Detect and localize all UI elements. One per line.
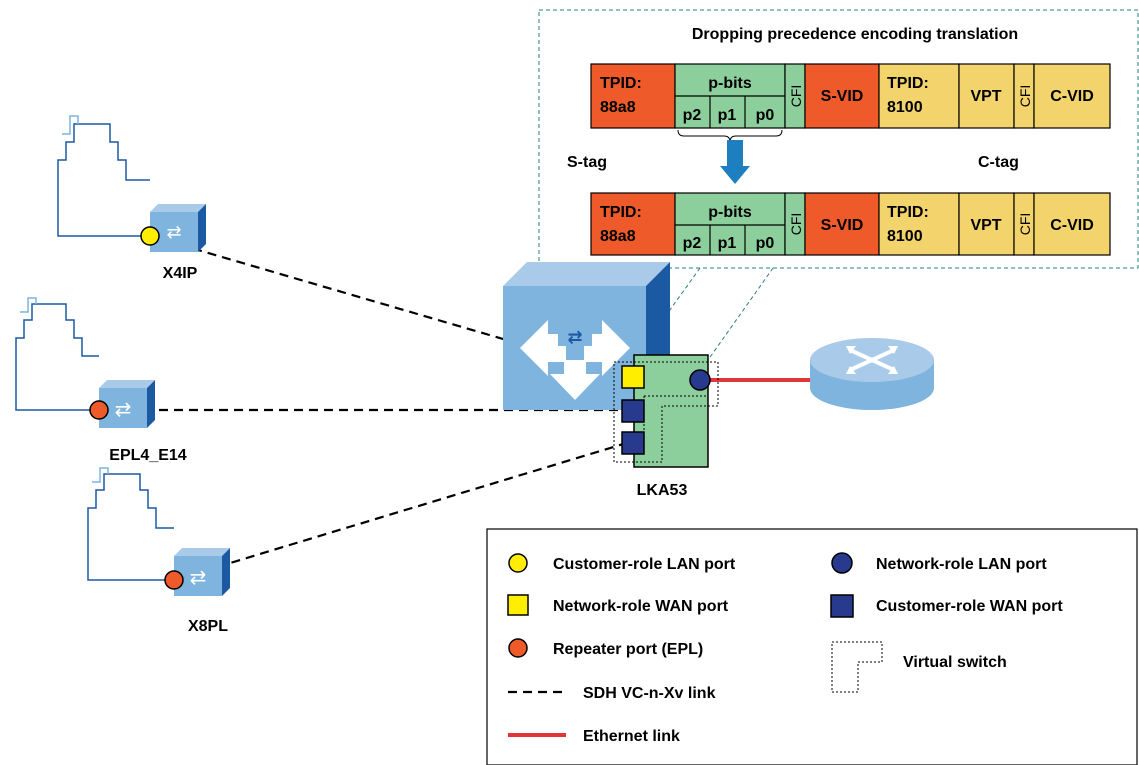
tpid-c-value-2: 8100: [887, 228, 923, 245]
switch-arrows-icon: ⇄: [190, 567, 207, 589]
site-x8pl-outline: [87, 473, 174, 581]
frame-after: TPID: 88a8 p-bits p2 p1 p0 CFI S-VID TPI…: [590, 192, 1111, 256]
site-x4ip-outline: [57, 123, 150, 237]
cfi-s-label: CFI: [788, 85, 804, 108]
c-tag-label: C-tag: [978, 154, 1019, 171]
label-lka53: LKA53: [637, 482, 688, 499]
virtual-switch-outline: [613, 361, 719, 463]
tpid-s-field: [590, 63, 676, 129]
translation-panel-border: [538, 9, 1139, 269]
vpt-label: VPT: [970, 88, 1001, 105]
legend-network-lan-label: Network-role LAN port: [876, 556, 1047, 573]
tpid-c-field-2: [878, 192, 960, 256]
legend-customer-wan-label: Customer-role WAN port: [876, 598, 1063, 615]
switch-arrows-icon: ⇄: [115, 399, 132, 421]
p1-label-2: p1: [718, 235, 737, 252]
pbits-label: p-bits: [708, 75, 752, 92]
svg-text:⇄: ⇄: [567, 327, 582, 347]
svid-label-2: S-VID: [821, 217, 864, 234]
legend-customer-wan-icon: [830, 594, 854, 618]
switch-x8pl: ⇄: [174, 548, 230, 596]
site-epl4-outline: [15, 303, 99, 411]
switch-arrows-icon: ⇄: [166, 222, 181, 242]
translation-title: Dropping precedence encoding translation: [692, 26, 1018, 43]
p0-label-2: p0: [756, 235, 775, 252]
tpid-s-label-2: TPID:: [600, 204, 642, 221]
legend-network-wan-icon: [507, 594, 529, 616]
pbits-label-2: p-bits: [708, 204, 752, 221]
vpt-field-2: [958, 192, 1015, 256]
p1-label: p1: [718, 107, 737, 124]
cfi-s-label-2: CFI: [788, 213, 804, 236]
tpid-c-field: [878, 63, 960, 129]
svid-field-2: [804, 192, 880, 256]
cfi-c-label-2: CFI: [1017, 213, 1033, 236]
switch-x4ip: ⇄: [150, 204, 206, 252]
core-switch-arrows-icon: [520, 320, 630, 400]
tpid-c-value: 8100: [887, 99, 923, 116]
tpid-c-label: TPID:: [887, 75, 929, 92]
p2-label: p2: [683, 107, 702, 124]
lka53-card: [613, 354, 719, 468]
frame-before: TPID: 88a8 p-bits p2 p1 p0 CFI S-VID TPI…: [590, 63, 1111, 129]
legend-customer-lan-label: Customer-role LAN port: [553, 556, 736, 573]
router-icon: [810, 338, 934, 410]
callout-line-right: [707, 267, 774, 361]
repeater-port-x8pl: [164, 570, 184, 590]
legend-repeater-icon: [508, 638, 528, 658]
customer-wan-port-2: [621, 431, 645, 455]
legend-repeater-label: Repeater port (EPL): [553, 641, 703, 658]
customer-sites: [15, 115, 174, 581]
core-switch: ⇄: [503, 262, 670, 410]
network-lan-port: [689, 369, 711, 391]
pbits-field-2: [674, 192, 786, 256]
translation-arrow: [720, 140, 750, 184]
legend-ethernet-label: Ethernet link: [583, 728, 680, 745]
legend: Customer-role LAN port Network-role LAN …: [486, 528, 1138, 765]
tpid-s-field-2: [590, 192, 676, 256]
repeater-port-epl4: [89, 400, 109, 420]
network-wan-port: [621, 365, 645, 389]
vpt-label-2: VPT: [970, 217, 1001, 234]
cvid-label-2: C-VID: [1050, 217, 1094, 234]
cvid-field: [1033, 63, 1111, 129]
tpid-s-label: TPID:: [600, 75, 642, 92]
legend-customer-lan-icon: [508, 553, 528, 573]
label-epl4: EPL4_E14: [109, 447, 186, 464]
svid-label: S-VID: [821, 88, 864, 105]
switch-epl4: ⇄: [99, 380, 155, 428]
customer-lan-port-x4ip: [140, 226, 160, 246]
tpid-c-label-2: TPID:: [887, 204, 929, 221]
tpid-s-value-2: 88a8: [600, 228, 636, 245]
legend-virtual-switch-icon: [831, 641, 883, 693]
cvid-label: C-VID: [1050, 88, 1094, 105]
vpt-field: [958, 63, 1015, 129]
cfi-c-label: CFI: [1017, 85, 1033, 108]
label-x8pl: X8PL: [188, 618, 228, 635]
translation-panel: Dropping precedence encoding translation…: [538, 9, 1139, 361]
p2-label-2: p2: [683, 235, 702, 252]
legend-virtual-switch-label: Virtual switch: [903, 654, 1007, 671]
legend-sdh-label: SDH VC-n-Xv link: [583, 685, 716, 702]
legend-box: [486, 528, 1138, 765]
s-tag-label: S-tag: [567, 154, 607, 171]
tpid-s-value: 88a8: [600, 99, 636, 116]
p0-label: p0: [756, 107, 775, 124]
customer-wan-port-1: [621, 399, 645, 423]
link-x8pl: [173, 440, 631, 582]
label-x4ip: X4IP: [163, 265, 198, 282]
legend-network-lan-icon: [831, 552, 853, 574]
link-x4ip: [149, 234, 631, 378]
cvid-field-2: [1033, 192, 1111, 256]
legend-network-wan-label: Network-role WAN port: [553, 598, 729, 615]
